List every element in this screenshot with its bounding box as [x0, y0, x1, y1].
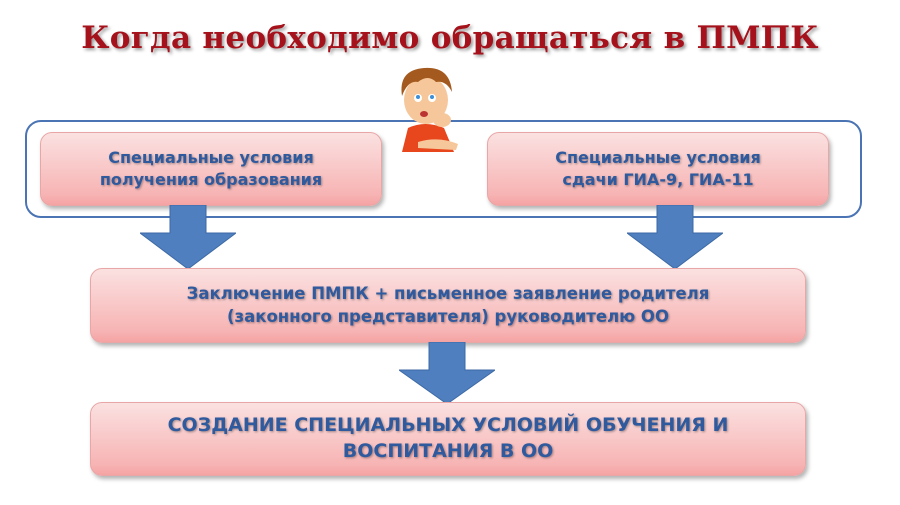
box-line: СОЗДАНИЕ СПЕЦИАЛЬНЫХ УСЛОВИЙ ОБУЧЕНИЯ И [167, 414, 729, 437]
box-line: Специальные условия [555, 148, 761, 168]
down-arrow-icon [140, 205, 236, 269]
box-line: Специальные условия [108, 148, 314, 168]
down-arrow-icon [399, 342, 495, 404]
slide-title: Когда необходимо обращаться в ПМПК [81, 20, 819, 56]
box-line: получения образования [99, 170, 323, 189]
down-arrow-icon [627, 205, 723, 269]
special-exam-conditions-box: Специальные условия сдачи ГИА-9, ГИА-11 [487, 132, 829, 206]
pmpk-conclusion-box: Заключение ПМПК + письменное заявление р… [90, 268, 806, 343]
box-line: ВОСПИТАНИЯ В ОО [342, 440, 554, 462]
thinking-boy-illustration [401, 67, 458, 152]
special-education-conditions-box: Специальные условия получения образования [40, 132, 382, 206]
box-line: (законного представителя) руководителю О… [226, 306, 669, 326]
create-special-conditions-box: СОЗДАНИЕ СПЕЦИАЛЬНЫХ УСЛОВИЙ ОБУЧЕНИЯ И В… [90, 402, 806, 476]
box-line: сдачи ГИА-9, ГИА-11 [562, 170, 754, 189]
box-line: Заключение ПМПК + письменное заявление р… [186, 284, 710, 304]
